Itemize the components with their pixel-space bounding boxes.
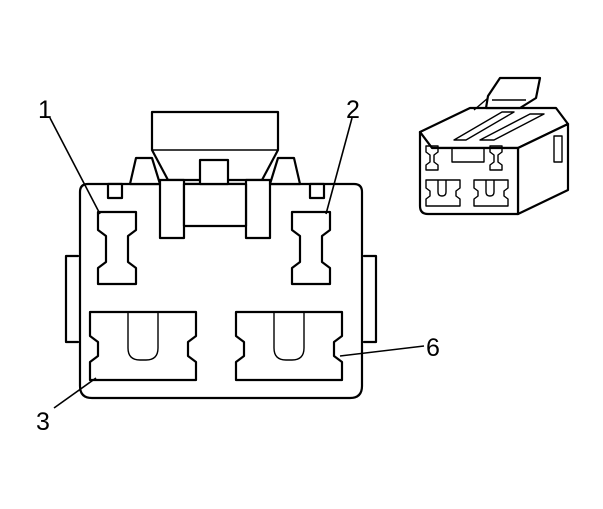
left-shoulder: [128, 156, 162, 186]
pin-1-leader: [49, 117, 101, 215]
pin-6-label: 6: [426, 334, 440, 362]
pin-6-leader: [339, 345, 425, 357]
left-side-tab: [64, 254, 80, 344]
iso-cavity-6: [473, 179, 509, 207]
latch-center-bridge: [182, 182, 248, 228]
iso-cavity-2: [489, 145, 503, 171]
pin-3-label: 3: [36, 408, 50, 436]
pin-6-slot: [273, 312, 305, 361]
iso-side-rib: [553, 135, 563, 163]
iso-cavity-1: [425, 145, 439, 171]
pin-3-slot: [127, 312, 159, 361]
latch-left-arm: [158, 178, 186, 240]
right-shoulder: [268, 156, 302, 186]
pin-2-leader: [325, 117, 353, 215]
connector-isometric-view: [418, 76, 570, 216]
pin-3-cavity: [88, 310, 198, 382]
leader-lines: [49, 117, 425, 409]
latch-center-window: [198, 158, 230, 186]
pin-1-label: 1: [38, 96, 52, 124]
connector-face-view: [64, 110, 378, 400]
pin-2-label: 2: [346, 96, 360, 124]
iso-latch: [484, 76, 542, 110]
pin-3-leader: [53, 377, 97, 409]
latch-right-arm: [244, 178, 272, 240]
right-side-tab: [362, 254, 378, 344]
pin-1-cavity: [96, 210, 138, 286]
pin-2-cavity: [290, 210, 332, 286]
pin-labels: 1 2 3 6: [36, 96, 440, 436]
top-left-notch: [106, 182, 124, 200]
pin-6-cavity: [234, 310, 344, 382]
top-right-notch: [308, 182, 326, 200]
iso-cavity-3: [425, 179, 461, 207]
